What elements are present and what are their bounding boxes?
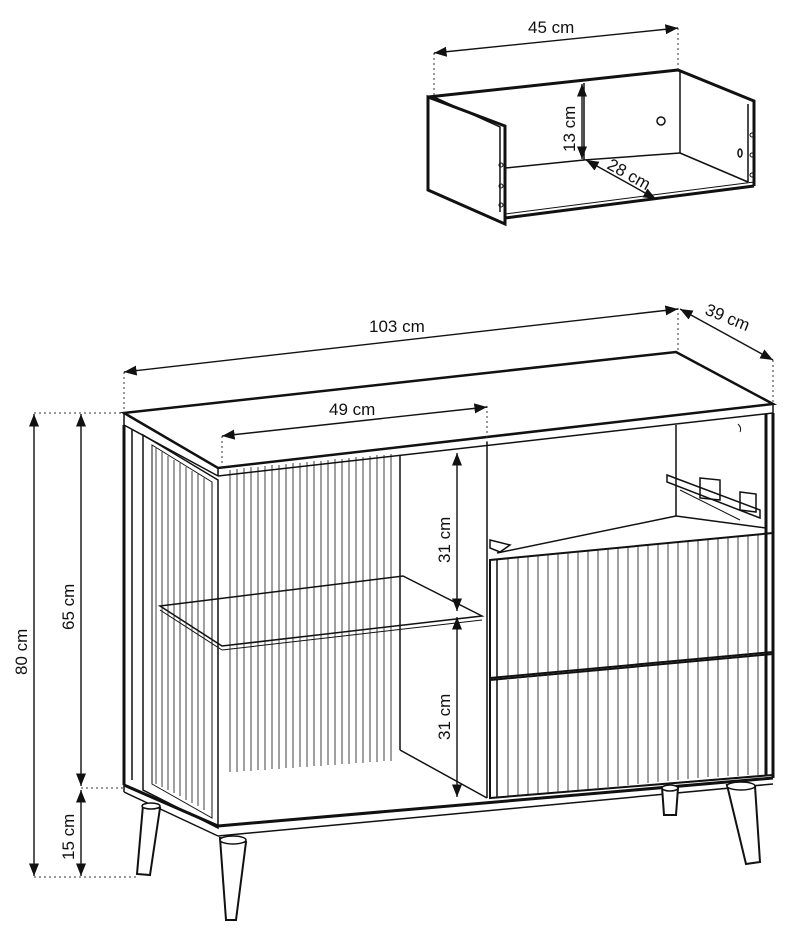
drawer-slide-rail (489, 473, 761, 553)
drawer-front-ribs (507, 534, 759, 797)
drawer-depth-arrow (585, 159, 657, 200)
drawer-width-label: 45 cm (528, 18, 574, 37)
leg-height-label: 15 cm (59, 814, 78, 860)
inner-width-label: 49 cm (329, 400, 375, 419)
cabinet-depth-label: 39 cm (703, 300, 753, 335)
drawer-depth-label: 28 cm (604, 155, 654, 194)
drawer-width-arrow (433, 24, 679, 57)
screw-holes (498, 132, 755, 208)
total-height-label: 80 cm (12, 629, 31, 675)
cabinet-depth-arrow (679, 308, 774, 361)
drawer-height-label: 13 cm (560, 106, 579, 152)
back-panel-ribs (229, 454, 392, 772)
cabinet-illustration: 103 cm 39 cm 49 cm 31 cm 31 cm 80 cm 65 … (12, 300, 778, 921)
body-height-label: 65 cm (59, 584, 78, 630)
inner-width-arrow (221, 403, 488, 440)
lower-compartment-label: 31 cm (435, 694, 454, 740)
drawer-illustration: 45 cm 13 cm 28 cm (426, 18, 756, 227)
cabinet-legs (135, 781, 762, 921)
upper-compartment-label: 31 cm (435, 517, 454, 563)
cabinet-width-arrow (123, 305, 679, 376)
cabinet-width-label: 103 cm (369, 317, 425, 336)
door-ribs (155, 448, 205, 810)
